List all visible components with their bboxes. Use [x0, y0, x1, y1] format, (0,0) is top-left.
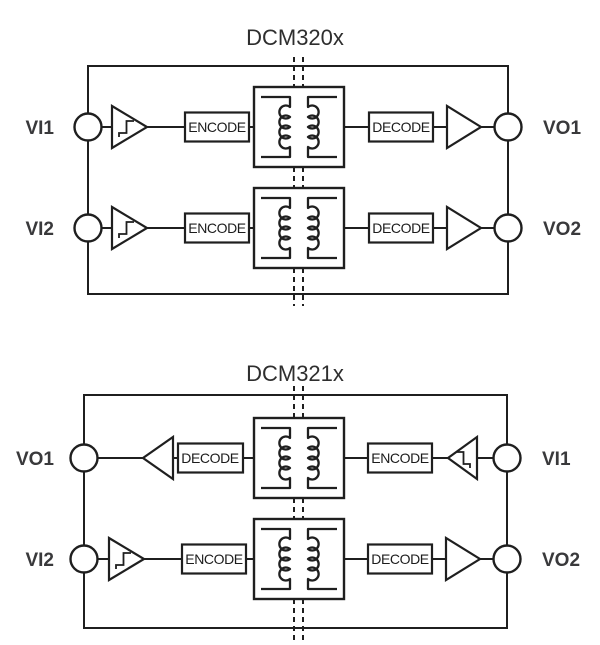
diagram-title: DCM320x	[246, 25, 344, 50]
output-buffer	[445, 104, 484, 150]
output-buffer	[141, 434, 175, 482]
decode-box	[367, 111, 435, 143]
decode-label: DECODE	[372, 119, 430, 135]
transformer-coil-right	[306, 196, 337, 260]
terminal-vi2	[73, 213, 103, 243]
decode-label: DECODE	[181, 450, 239, 466]
diagram-title: DCM321x	[246, 361, 344, 386]
hysteresis-icon	[456, 451, 471, 468]
transformer-box	[252, 517, 346, 601]
encode-box	[183, 111, 251, 143]
pin-label-vi1: VI1	[542, 449, 571, 470]
channel-2: ENCODE DECODE VI2 VO2	[25, 517, 580, 601]
transformer-coil-left	[261, 196, 292, 260]
encode-box	[366, 442, 434, 474]
transformer-coil-right	[306, 95, 337, 159]
encode-box	[180, 543, 248, 575]
terminal-vi2	[69, 544, 99, 574]
hysteresis-icon	[115, 552, 131, 569]
transformer-box	[252, 416, 346, 500]
terminal-vi1	[73, 112, 103, 142]
decode-box	[176, 442, 245, 474]
channel-1: ENCODE DECODE VI1 VO1	[25, 85, 581, 169]
schmitt-trigger-buffer	[446, 434, 479, 482]
schmitt-trigger-buffer	[107, 536, 147, 582]
isolation-barrier-dashes	[293, 386, 304, 641]
terminal-vo1	[493, 112, 523, 142]
decode-box	[366, 543, 434, 575]
pin-label-vo1: VO1	[543, 118, 581, 139]
encode-label: ENCODE	[371, 450, 429, 466]
hysteresis-icon	[118, 221, 134, 238]
schmitt-trigger-buffer	[110, 104, 150, 150]
decode-label: DECODE	[371, 551, 429, 567]
terminal-vo2	[493, 213, 523, 243]
output-buffer	[444, 536, 483, 582]
encode-label: ENCODE	[188, 220, 246, 236]
hysteresis-icon	[118, 120, 134, 137]
transformer-coil-right	[306, 426, 337, 490]
transformer-coil-left	[261, 426, 292, 490]
output-buffer	[445, 205, 484, 251]
pin-label-vo2: VO2	[543, 219, 581, 240]
encode-box	[183, 212, 251, 244]
channel-1: DECODE ENCODE VO1 VI1	[16, 416, 571, 500]
package-outline	[87, 65, 509, 295]
diagram-dcm321x: DCM321x DECODE ENCODE VO1 VI1	[16, 361, 580, 641]
transformer-box	[252, 85, 346, 169]
diagram-dcm320x: DCM320x ENCODE DECODE VI1 VO1	[25, 25, 581, 306]
transformer-coil-left	[261, 527, 292, 591]
decode-label: DECODE	[372, 220, 430, 236]
transformer-box	[252, 186, 346, 270]
transformer-coil-right	[306, 527, 337, 591]
schmitt-trigger-buffer	[110, 205, 150, 251]
channel-2: ENCODE DECODE VI2 VO2	[25, 186, 581, 270]
pin-label-vi2: VI2	[25, 550, 54, 571]
pin-label-vo2: VO2	[542, 550, 580, 571]
terminal-vi1	[492, 443, 522, 473]
isolation-barrier-dashes	[293, 57, 304, 306]
pin-label-vo1: VO1	[16, 449, 54, 470]
transformer-coil-left	[261, 95, 292, 159]
package-outline	[83, 394, 508, 629]
pin-label-vi1: VI1	[25, 118, 54, 139]
pin-label-vi2: VI2	[25, 219, 54, 240]
terminal-vo2	[492, 544, 522, 574]
encode-label: ENCODE	[185, 551, 243, 567]
terminal-vo1	[69, 443, 99, 473]
encode-label: ENCODE	[188, 119, 246, 135]
decode-box	[367, 212, 435, 244]
